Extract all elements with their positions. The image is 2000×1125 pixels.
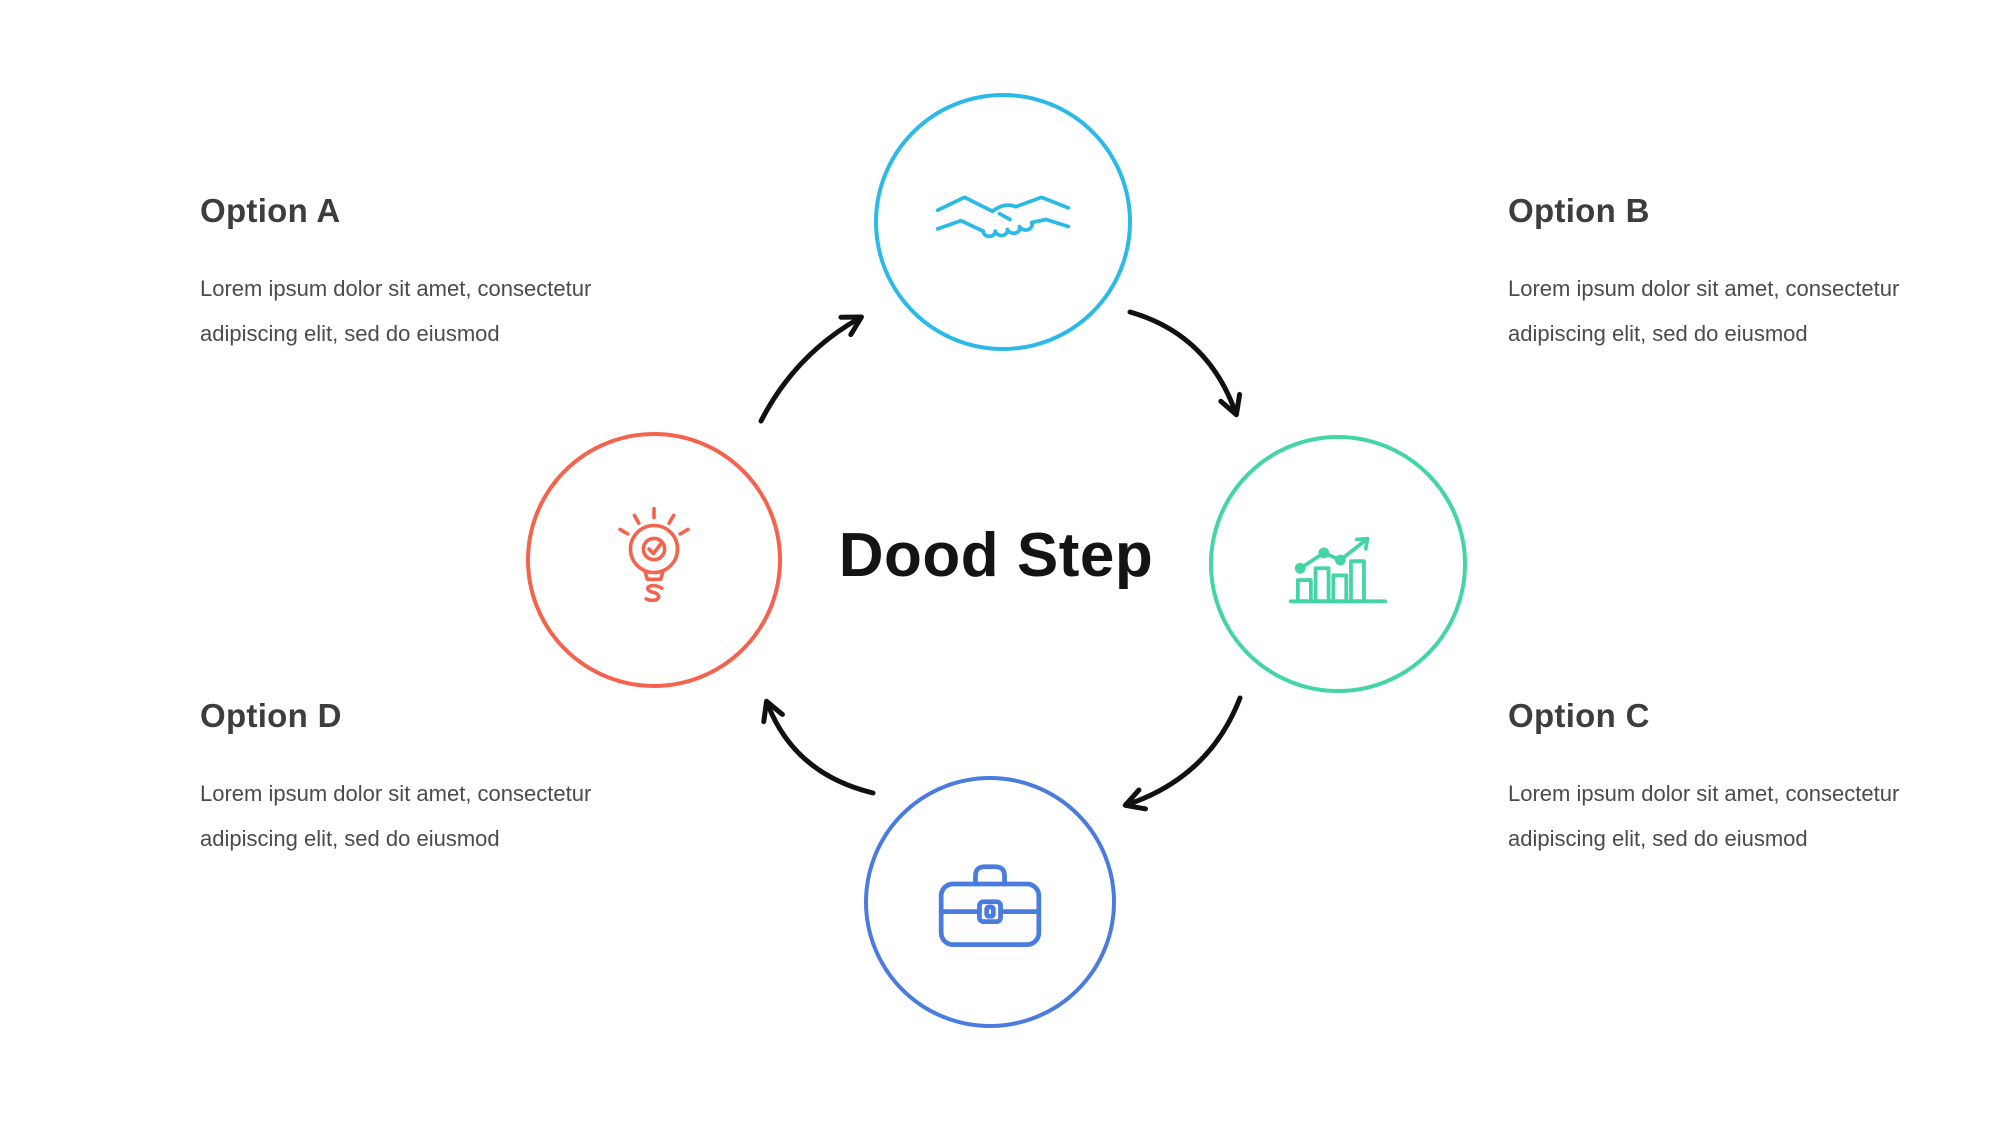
node-briefcase	[864, 776, 1116, 1028]
option-c-block: Option C Lorem ipsum dolor sit amet, con…	[1508, 697, 1938, 861]
option-a-title: Option A	[200, 192, 341, 229]
handshake-icon	[935, 195, 1071, 239]
option-d-block: Option D Lorem ipsum dolor sit amet, con…	[200, 697, 630, 861]
arrow-bottom-to-left-icon	[761, 698, 876, 796]
arrow-right-to-bottom-icon	[1122, 695, 1243, 812]
option-b-block: Option B Lorem ipsum dolor sit amet, con…	[1508, 192, 1938, 356]
option-b-body: Lorem ipsum dolor sit amet, consectetur …	[1508, 276, 1900, 346]
node-lightbulb	[526, 432, 782, 688]
option-d-title: Option D	[200, 697, 342, 734]
node-handshake	[874, 93, 1132, 351]
option-a-block: Option A Lorem ipsum dolor sit amet, con…	[200, 192, 630, 356]
arrow-top-to-right-icon	[1127, 309, 1243, 418]
option-c-body: Lorem ipsum dolor sit amet, consectetur …	[1508, 781, 1900, 851]
briefcase-icon	[938, 863, 1042, 947]
option-a-body: Lorem ipsum dolor sit amet, consectetur …	[200, 276, 592, 346]
lightbulb-icon	[618, 506, 690, 602]
option-c-title: Option C	[1508, 697, 1650, 734]
node-growth-chart	[1209, 435, 1467, 693]
diagram-title: Dood Step	[838, 521, 1154, 590]
option-b-title: Option B	[1508, 192, 1650, 229]
arrow-left-to-top-icon	[758, 314, 864, 424]
growth-chart-icon	[1288, 537, 1388, 604]
option-d-body: Lorem ipsum dolor sit amet, consectetur …	[200, 781, 592, 851]
